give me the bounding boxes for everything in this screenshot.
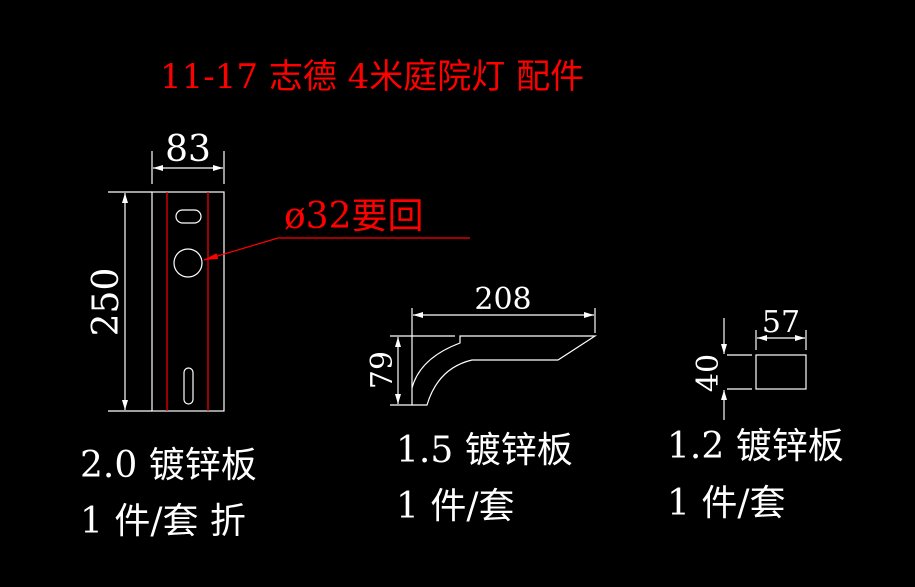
hole-note: ø32要回 (284, 196, 423, 237)
arm-outline (411, 335, 598, 406)
dim-width-label: 208 (474, 282, 531, 317)
material-label: 1.2 镀锌板 (667, 426, 844, 467)
quantity-label: 1 件/套 (667, 483, 785, 524)
part1-bracket-plate: 83 250 ø32要回 2.0 镀锌板 1 件/套 折 (80, 129, 470, 542)
dim-width-label: 83 (165, 129, 211, 170)
material-label: 1.5 镀锌板 (396, 430, 573, 471)
plate-outline (151, 191, 225, 412)
slot-hole (175, 209, 202, 224)
leader-line (203, 237, 470, 261)
part2-arm-profile: 208 79 1.5 镀锌板 1 件/套 (365, 282, 598, 527)
dim-width-label: 57 (762, 305, 800, 340)
quantity-label: 1 件/套 折 (80, 501, 246, 542)
slot-hole (183, 367, 194, 405)
dim-height-label: 40 (691, 354, 726, 392)
part3-small-plate: 57 40 1.2 镀锌板 1 件/套 (667, 305, 844, 524)
drawing-title: 11-17 志德 4米庭院灯 配件 (160, 57, 584, 97)
dim-height-label: 250 (86, 268, 127, 337)
round-hole (173, 248, 203, 278)
plate-outline (755, 354, 807, 390)
dim-height-label: 79 (365, 351, 400, 389)
quantity-label: 1 件/套 (396, 486, 514, 527)
material-label: 2.0 镀锌板 (80, 445, 257, 486)
